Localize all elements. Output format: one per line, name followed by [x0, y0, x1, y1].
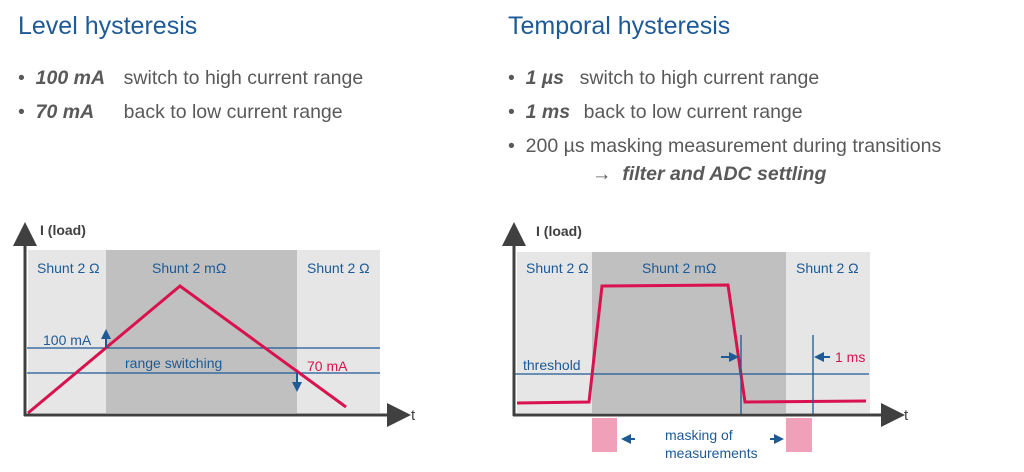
delay-label: 1 ms	[835, 349, 865, 365]
region-label: Shunt 2 Ω	[526, 260, 589, 276]
region-label: Shunt 2 Ω	[37, 260, 100, 276]
upper-label: 100 mA	[43, 332, 92, 348]
region-label: Shunt 2 mΩ	[152, 260, 226, 276]
x-label: t	[411, 407, 416, 424]
note: → filter and ADC settling	[592, 163, 827, 185]
temporal-diagram: Shunt 2 Ω Shunt 2 mΩ Shunt 2 Ω threshold…	[502, 222, 909, 461]
bullet: • 200 µs masking measurement during tran…	[508, 135, 942, 157]
x-label: t	[904, 407, 909, 424]
left-title: Level hysteresis	[18, 12, 198, 40]
region-high	[592, 252, 786, 413]
right-title: Temporal hysteresis	[508, 12, 731, 40]
y-label: I (load)	[40, 222, 86, 238]
load-curve	[516, 283, 867, 405]
masking-block	[786, 418, 812, 452]
region-high	[106, 250, 297, 413]
lower-label: 70 mA	[307, 358, 348, 374]
region-label: Shunt 2 mΩ	[642, 260, 716, 276]
region-label: Shunt 2 Ω	[796, 260, 859, 276]
y-label: I (load)	[536, 223, 582, 239]
masking-label: masking of	[665, 427, 733, 443]
band-label: range switching	[125, 355, 222, 371]
threshold-label: threshold	[523, 357, 581, 373]
region-label: Shunt 2 Ω	[307, 260, 370, 276]
level-diagram: Shunt 2 Ω Shunt 2 mΩ Shunt 2 Ω 100 mA ra…	[13, 222, 416, 427]
load-curve	[27, 284, 347, 415]
masking-label: measurements	[665, 445, 758, 461]
masking-block	[592, 418, 617, 452]
